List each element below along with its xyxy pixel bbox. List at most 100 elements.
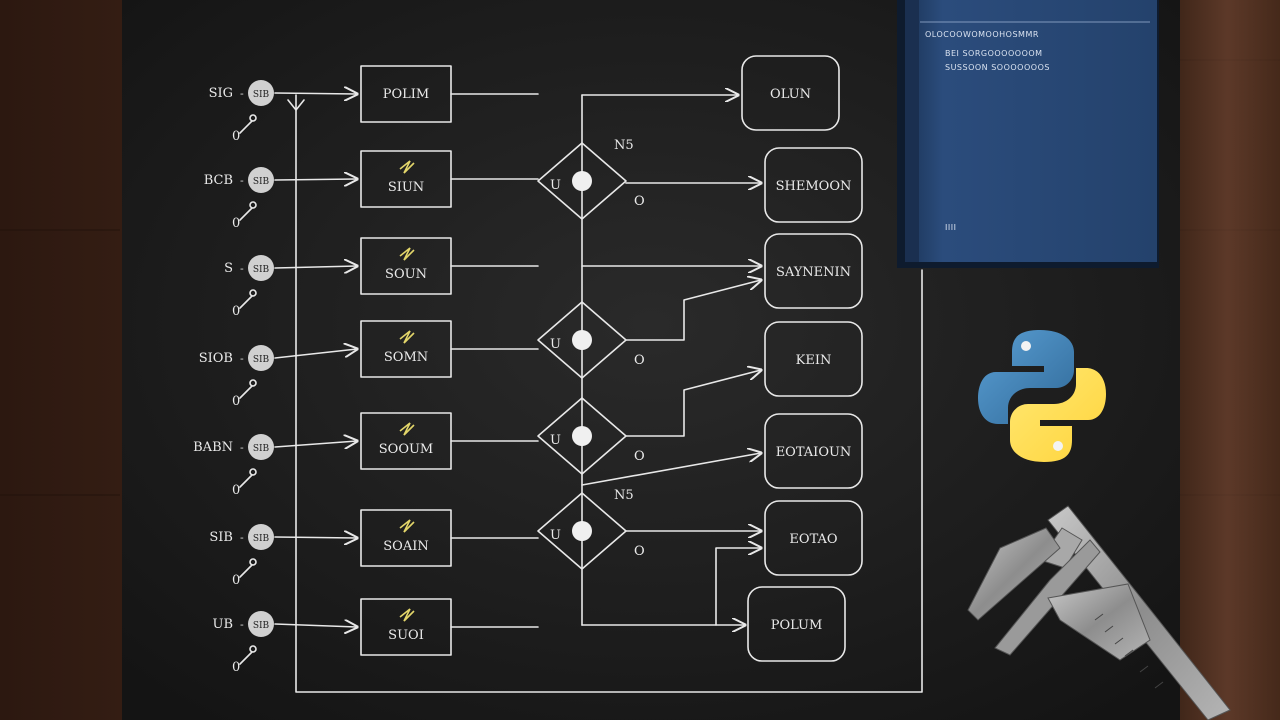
decision-diamond-shape xyxy=(537,492,627,570)
decision-diamond: UO xyxy=(537,301,645,379)
book-title-line2: BEI SORGOOOOOOOM xyxy=(945,49,1043,58)
input-label: SIG xyxy=(209,86,233,101)
output-connector xyxy=(625,280,761,341)
book-title-line1: OLOCOOWOMOOHOSMMR xyxy=(925,30,1039,39)
bus-arrowhead xyxy=(287,99,305,111)
output-connector xyxy=(715,548,761,626)
input-arrow xyxy=(274,179,357,180)
feedback-bus xyxy=(295,94,923,693)
output-terminal: SAYNENIN xyxy=(764,233,863,309)
input-node-circle xyxy=(248,434,274,460)
output-terminal-label: EOTAO xyxy=(789,532,837,547)
decision-label-u-left: U xyxy=(550,337,561,352)
output-connector xyxy=(625,370,761,437)
input-arrow xyxy=(274,537,357,538)
caliper-icon xyxy=(967,505,1231,720)
chalk-zero: 0 xyxy=(232,483,240,498)
chalk-tick xyxy=(239,207,253,221)
output-terminal: OLUN xyxy=(741,55,840,131)
input-node-circle xyxy=(248,345,274,371)
decision-diamond-shape xyxy=(537,397,627,475)
input-node-label: SIB xyxy=(253,355,270,365)
input-arrow xyxy=(274,266,357,268)
python-logo-icon xyxy=(978,330,1106,462)
process-block-label: SOUN xyxy=(385,267,427,282)
chalk-zero: 0 xyxy=(232,573,240,588)
book: OLOCOOWOMOOHOSMMR BEI SORGOOOOOOOM SUSSO… xyxy=(897,0,1159,268)
input-node-circle xyxy=(248,80,274,106)
input-node-circle xyxy=(248,611,274,637)
decision-label-top: N5 xyxy=(614,488,634,503)
chalk-dot xyxy=(249,558,257,566)
process-block-label: SUOI xyxy=(388,628,424,643)
input-dash: - xyxy=(240,441,244,454)
pencil-icon xyxy=(399,160,415,174)
input-dash: - xyxy=(240,262,244,275)
pencil-icon xyxy=(399,519,415,533)
book-spine-mark: IIII xyxy=(945,223,956,232)
wood-right xyxy=(1175,0,1280,720)
process-block-label: SOAIN xyxy=(383,539,428,554)
process-block-label: SIUN xyxy=(388,180,424,195)
output-connector xyxy=(581,453,761,486)
decision-label-u-left: U xyxy=(550,528,561,543)
pencil-icon xyxy=(399,608,415,622)
chalk-tick xyxy=(239,474,253,488)
chalk-zero: 0 xyxy=(232,304,240,319)
book-title-line3: SUSSOON SOOOOOOOS xyxy=(945,63,1050,72)
output-terminal-box xyxy=(747,586,846,662)
input-node-circle xyxy=(248,524,274,550)
input-dash: - xyxy=(240,87,244,100)
process-block-label: POLIM xyxy=(383,87,429,102)
input-dash: - xyxy=(240,531,244,544)
input-label: S xyxy=(224,261,233,276)
input-arrow xyxy=(274,624,357,627)
output-terminal-box xyxy=(764,500,863,576)
input-dash: - xyxy=(240,352,244,365)
output-terminal-label: SAYNENIN xyxy=(776,265,851,280)
chalk-dot xyxy=(249,468,257,476)
output-terminal-label: OLUN xyxy=(770,87,811,102)
process-block-label: SOMN xyxy=(384,350,428,365)
decision-diamond-shape xyxy=(537,142,627,220)
input-arrow xyxy=(274,349,357,359)
decision-label-u-left: U xyxy=(550,178,561,193)
chalk-dot xyxy=(249,289,257,297)
input-arrow xyxy=(274,441,357,447)
input-node-circle xyxy=(248,255,274,281)
input-node-label: SIB xyxy=(253,534,270,544)
decision-label-o: O xyxy=(634,544,645,559)
output-terminal-box xyxy=(764,233,863,309)
output-terminal-box xyxy=(764,413,863,489)
input-node: SIB-SIB 0 xyxy=(209,524,357,588)
input-label: SIB xyxy=(209,530,233,545)
input-dash: - xyxy=(240,618,244,631)
pencil-icon xyxy=(399,422,415,436)
chalk-zero: 0 xyxy=(232,660,240,675)
decision-label-o: O xyxy=(634,353,645,368)
decision-node xyxy=(572,521,592,541)
output-terminal-label: SHEMOON xyxy=(776,179,852,194)
input-label: SIOB xyxy=(199,351,233,366)
input-node: S-SIB 0 xyxy=(224,255,357,319)
output-terminal: EOTAO xyxy=(764,500,863,576)
chalk-tick xyxy=(239,564,253,578)
output-terminal: POLUM xyxy=(747,586,846,662)
output-terminal-box xyxy=(764,147,863,223)
input-node: SIOB-SIB 0 xyxy=(199,345,357,409)
chalk-zero: 0 xyxy=(232,216,240,231)
chalk-zero: 0 xyxy=(232,394,240,409)
output-terminal-label: KEIN xyxy=(796,353,832,368)
input-node-label: SIB xyxy=(253,265,270,275)
process-block-label: SOOUM xyxy=(379,442,434,457)
decision-label-o: O xyxy=(634,449,645,464)
input-arrow xyxy=(274,93,357,94)
output-terminal: KEIN xyxy=(764,321,863,397)
output-terminal-box xyxy=(741,55,840,131)
output-terminal-label: EOTAIOUN xyxy=(776,445,852,460)
decision-label-o: O xyxy=(634,194,645,209)
chalk-tick xyxy=(239,651,253,665)
